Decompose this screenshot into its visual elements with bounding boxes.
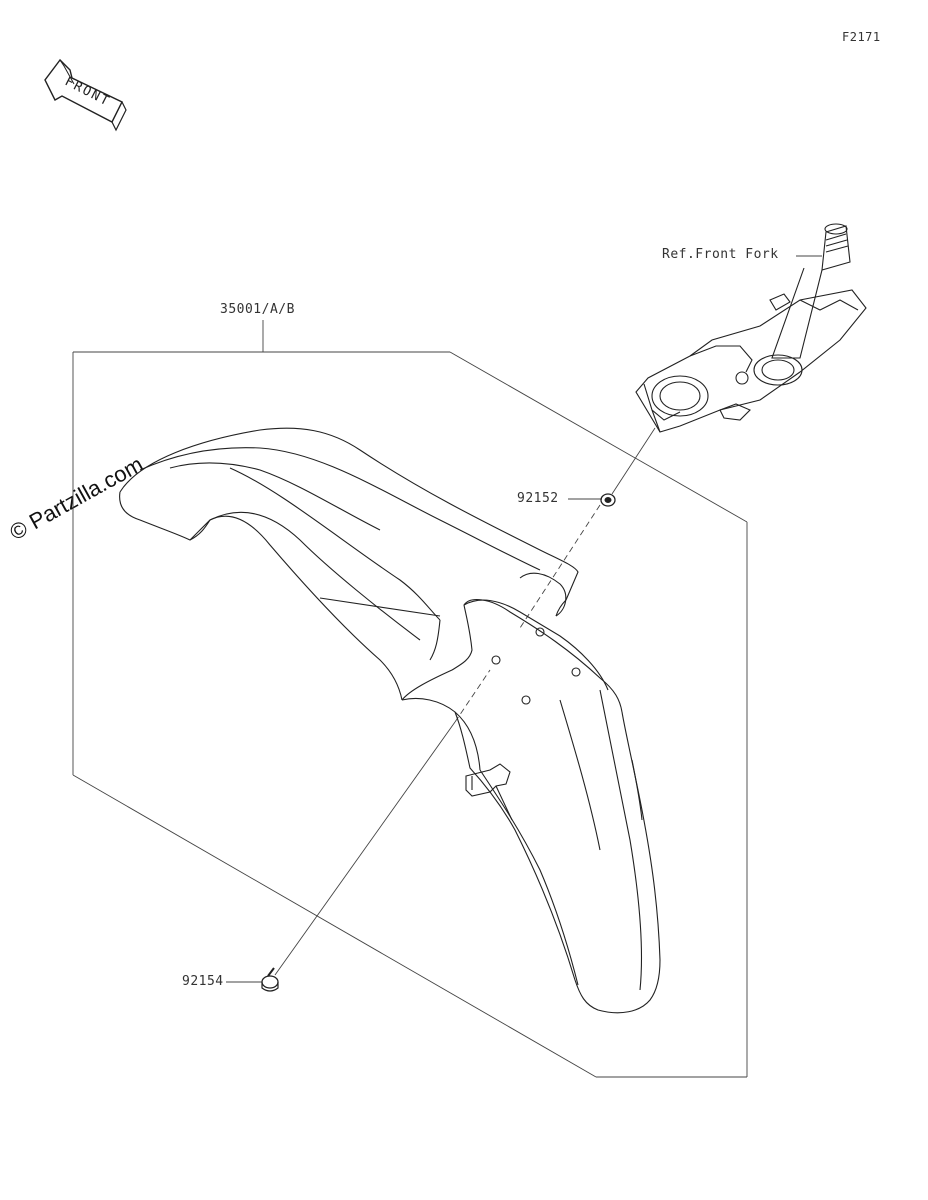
- front-arrow-icon: [44, 58, 127, 132]
- washer-part: [600, 493, 616, 507]
- figure-code: F2171: [842, 30, 881, 44]
- fender-callout-frame: [72, 320, 748, 1078]
- front-fender-part: [119, 427, 661, 1014]
- leader-lines: [226, 255, 822, 983]
- bolt-part: [261, 967, 279, 992]
- front-fork-part: [635, 223, 867, 433]
- fender-part-label: 35001/A/B: [220, 302, 295, 317]
- fork-ref-label: Ref.Front Fork: [662, 247, 779, 262]
- washer-part-label: 92152: [517, 491, 559, 506]
- bolt-part-label: 92154: [182, 974, 224, 989]
